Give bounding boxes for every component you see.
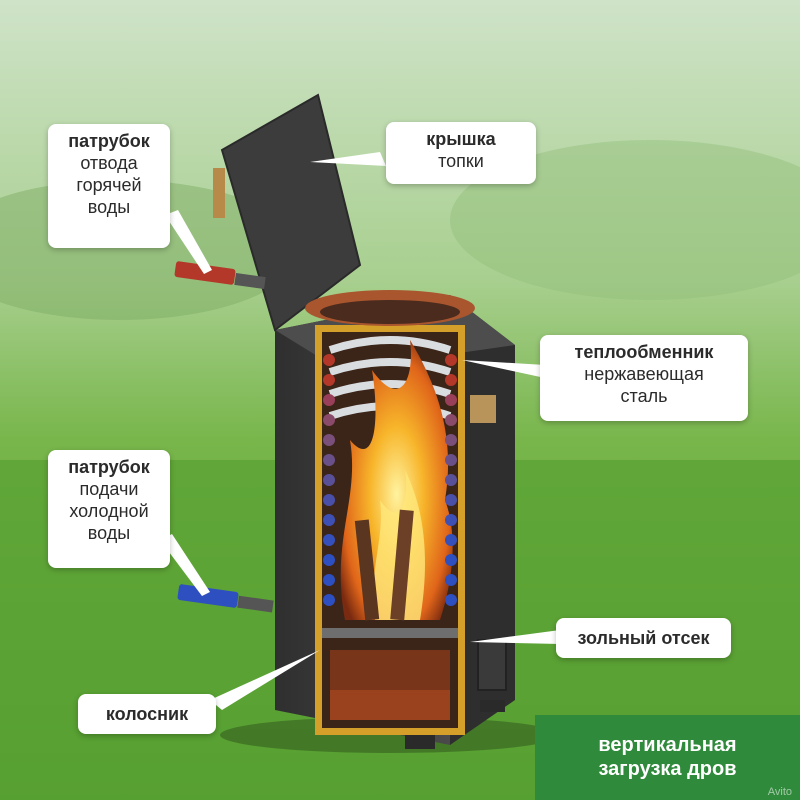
cold-water-pipe xyxy=(177,584,274,613)
grate-shape xyxy=(322,628,458,638)
callout-firebox-lid-title: крышка xyxy=(426,129,496,149)
callout-ash-box-title: зольный отсек xyxy=(577,628,710,648)
banner-line1: вертикальная xyxy=(598,734,737,756)
callout-ash-box: зольный отсек xyxy=(556,618,731,658)
callout-heat-exchanger-title: теплообменник xyxy=(574,342,714,362)
coil-tubes-right xyxy=(445,354,457,606)
watermark: Avito xyxy=(767,786,792,798)
callout-firebox-lid: крышка топки xyxy=(386,122,536,184)
callout-hot-water-outlet-line3: горячей xyxy=(76,175,142,195)
callout-grate: колосник xyxy=(78,694,216,734)
callout-hot-water-outlet: патрубок отвода горячей воды xyxy=(48,124,170,248)
callout-heat-exchanger-line3: сталь xyxy=(620,386,668,406)
callout-hot-water-outlet-title: патрубок xyxy=(68,131,150,151)
callout-heat-exchanger-line2: нержавеющая xyxy=(584,364,704,384)
callout-hot-water-outlet-line2: отвода xyxy=(80,153,138,173)
vertical-loading-banner: вертикальная загрузка дров xyxy=(535,715,800,800)
callout-cold-water-inlet-title: патрубок xyxy=(68,457,150,477)
callout-grate-title: колосник xyxy=(105,704,189,724)
callout-cold-water-inlet-line3: холодной xyxy=(69,501,149,521)
callout-cold-water-inlet-line2: подачи xyxy=(79,479,139,499)
callout-heat-exchanger: теплообменник нержавеющая сталь xyxy=(540,335,748,421)
banner-line2: загрузка дров xyxy=(598,758,737,780)
callout-pointers xyxy=(160,152,560,710)
callout-cold-water-inlet: патрубок подачи холодной воды xyxy=(48,450,170,568)
coil-tubes-left xyxy=(323,354,335,606)
callout-hot-water-outlet-line4: воды xyxy=(87,197,131,217)
callout-firebox-lid-line2: топки xyxy=(438,151,484,171)
callout-cold-water-inlet-line4: воды xyxy=(87,523,131,543)
